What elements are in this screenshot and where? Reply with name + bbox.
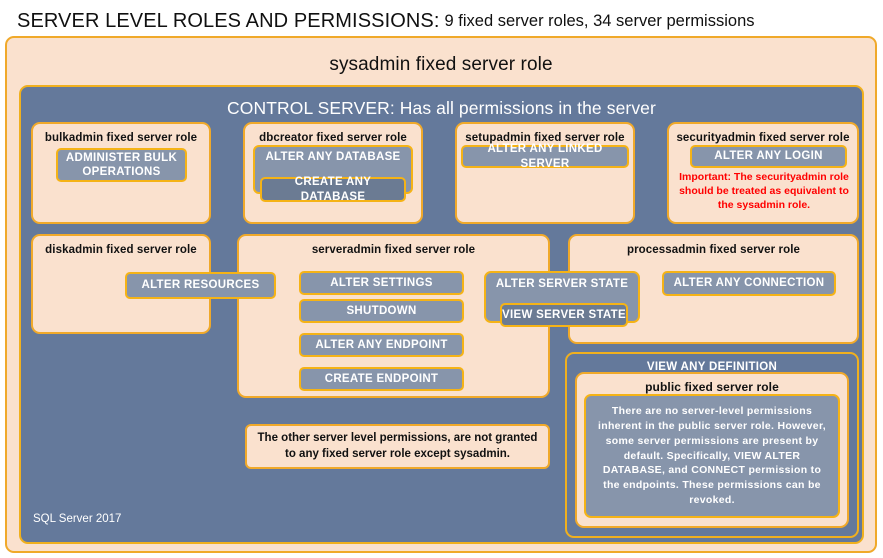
permission-shutdown: SHUTDOWN — [299, 299, 464, 323]
sysadmin-role-label: sysadmin fixed server role — [329, 54, 553, 75]
permission-create-any-database: CREATE ANY DATABASE — [260, 176, 406, 203]
permission-alter-resources: ALTER RESOURCES — [125, 272, 276, 299]
control-server-label: CONTROL SERVER: Has all permissions in t… — [227, 98, 656, 118]
page-title: SERVER LEVEL ROLES AND PERMISSIONS: 9 fi… — [17, 6, 877, 36]
setupadmin-role-card: setupadmin fixed server role — [455, 122, 635, 224]
permission-alter-any-endpoint: ALTER ANY ENDPOINT — [299, 333, 464, 357]
dbcreator-role-label: dbcreator fixed server role — [259, 132, 407, 144]
bulkadmin-role-label: bulkadmin fixed server role — [44, 132, 198, 144]
other-permissions-note: The other server level permissions, are … — [245, 424, 550, 469]
diskadmin-role-label: diskadmin fixed server role — [45, 244, 197, 256]
serveradmin-role-label: serveradmin fixed server role — [311, 244, 476, 256]
page-title-main: SERVER LEVEL ROLES AND PERMISSIONS: — [17, 9, 440, 32]
view-any-definition-label: VIEW ANY DEFINITION — [646, 361, 778, 373]
public-role-description: There are no server-level permissions in… — [584, 394, 840, 518]
public-role-label: public fixed server role — [645, 380, 779, 394]
securityadmin-role-label: securityadmin fixed server role — [676, 132, 850, 144]
permission-administer-bulk-operations: ADMINISTER BULK OPERATIONS — [56, 148, 187, 182]
permission-alter-any-connection: ALTER ANY CONNECTION — [662, 271, 836, 296]
permission-alter-settings: ALTER SETTINGS — [299, 271, 464, 295]
securityadmin-role-card: securityadmin fixed server role — [667, 122, 859, 224]
permission-create-endpoint: CREATE ENDPOINT — [299, 367, 464, 391]
permission-alter-any-login: ALTER ANY LOGIN — [690, 145, 847, 168]
permission-alter-any-linked-server: ALTER ANY LINKED SERVER — [461, 143, 629, 170]
processadmin-role-label: processadmin fixed server role — [626, 244, 801, 256]
securityadmin-warning-note: Important: The securityadmin role should… — [679, 171, 849, 212]
permission-view-server-state: VIEW SERVER STATE — [500, 303, 628, 327]
footer-version-label: SQL Server 2017 — [33, 513, 122, 525]
permission-alter-server-state-label: ALTER SERVER STATE — [495, 278, 629, 290]
page-title-subtitle: 9 fixed server roles, 34 server permissi… — [444, 11, 755, 30]
setupadmin-role-label: setupadmin fixed server role — [465, 132, 625, 144]
